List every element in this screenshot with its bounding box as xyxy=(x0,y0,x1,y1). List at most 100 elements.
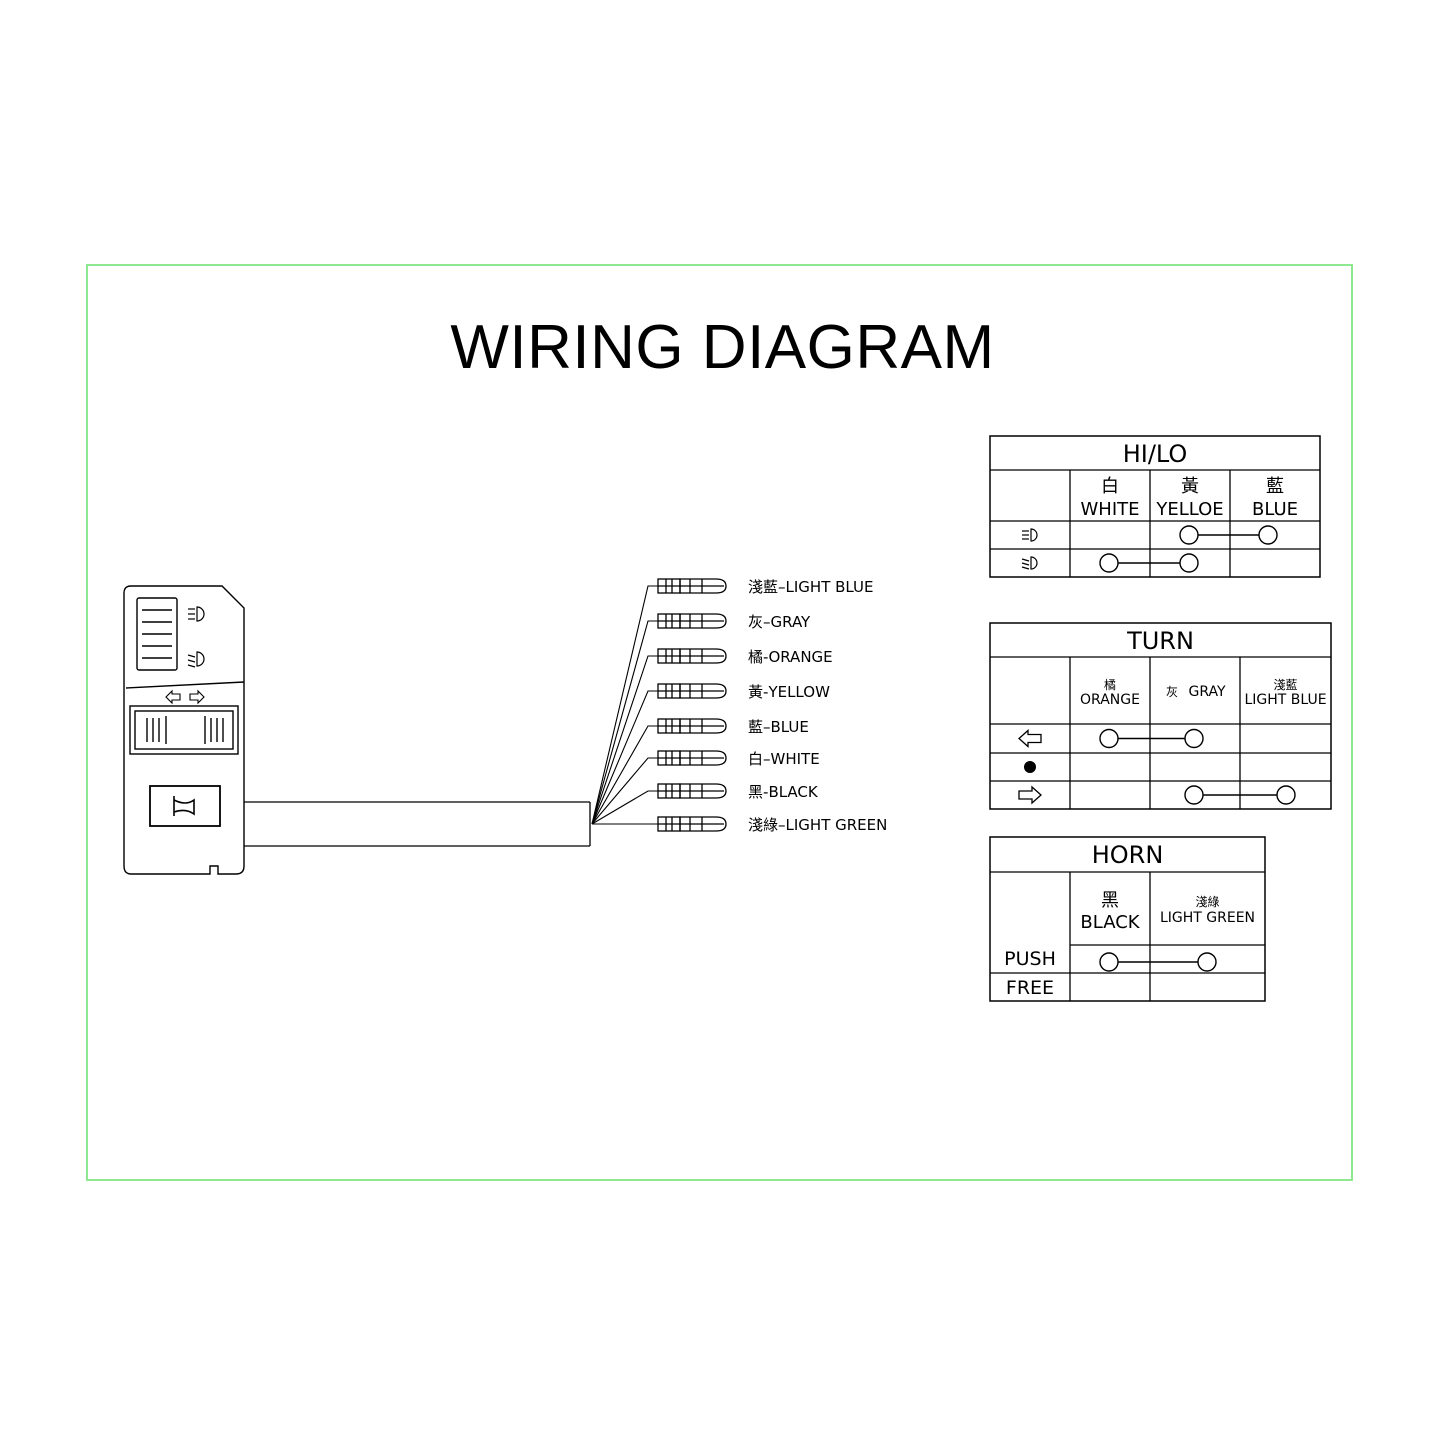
wire-label-en: BLUE xyxy=(771,718,809,736)
column-header-cn: 白 xyxy=(1101,476,1119,497)
wire-label-cn: 淺藍 xyxy=(748,578,778,596)
wire-label: 淺藍–LIGHT BLUE xyxy=(748,578,874,596)
table-border xyxy=(989,435,1321,578)
wire-label: 白–WHITE xyxy=(748,750,820,768)
contact-point xyxy=(1179,553,1199,573)
headlight-high-icon xyxy=(1022,528,1038,542)
horn-icon xyxy=(173,796,195,816)
turn-arrows-icon xyxy=(165,689,205,705)
wire-label: 黑-BLACK xyxy=(748,783,819,801)
wire-line xyxy=(591,725,658,825)
connector-sleeve xyxy=(679,750,727,766)
right-arrow-icon xyxy=(1018,785,1042,805)
wire-label-cn: 灰 xyxy=(748,613,763,631)
wire-1: 淺藍–LIGHT BLUE xyxy=(591,578,874,825)
lamp-shape xyxy=(1030,556,1038,570)
row-label-free: FREE xyxy=(1006,977,1054,999)
wire-label: 橘-ORANGE xyxy=(748,648,833,666)
left-arrow-icon xyxy=(1018,729,1042,748)
wire-label-en: WHITE xyxy=(771,750,820,768)
wire-line xyxy=(591,790,658,825)
contact-connection xyxy=(1179,525,1278,545)
connector-sleeve xyxy=(679,648,727,664)
contact-point xyxy=(1184,728,1204,749)
wire-label: 藍–BLUE xyxy=(748,718,809,736)
column-header-cn: 藍 xyxy=(1266,476,1284,497)
contact-connection xyxy=(1184,785,1296,805)
contact-connection xyxy=(1099,553,1199,573)
wire-harness: 淺藍–LIGHT BLUE灰–GRAY橘-ORANGE黃-YELLOW藍–BLU… xyxy=(591,578,887,834)
wire-label-en: LIGHT BLUE xyxy=(786,578,874,596)
wire-label-sep: – xyxy=(778,816,786,834)
wire-label-sep: - xyxy=(763,648,768,666)
wire-label-en: GRAY xyxy=(771,613,812,631)
wire-8: 淺綠–LIGHT GREEN xyxy=(592,816,887,834)
diagram-frame xyxy=(86,264,1353,1181)
handlebar-switch xyxy=(123,585,245,875)
column-header-cn: 黃 xyxy=(1181,476,1199,497)
wire-label: 黃-YELLOW xyxy=(748,683,830,701)
wire-2: 灰–GRAY xyxy=(591,613,811,825)
connector-sleeve xyxy=(679,816,727,832)
wire-line xyxy=(591,655,658,825)
wire-6: 白–WHITE xyxy=(591,750,820,825)
wire-label-cn: 黃 xyxy=(748,683,763,701)
contact-point xyxy=(1197,952,1217,972)
bullet-connector xyxy=(657,578,727,594)
wire-line xyxy=(591,690,658,825)
wire-label-en: BLACK xyxy=(768,783,818,801)
row-label-push: PUSH xyxy=(1004,948,1056,970)
wire-label: 灰–GRAY xyxy=(748,613,811,631)
column-header-en: LIGHT BLUE xyxy=(1244,692,1326,708)
connector-sleeve xyxy=(679,783,727,799)
wire-label-sep: – xyxy=(778,578,786,596)
contact-point xyxy=(1276,785,1296,805)
contact-point xyxy=(1099,952,1119,972)
column-header-en: ORANGE xyxy=(1080,692,1140,708)
column-header-cn: 淺藍 xyxy=(1273,678,1297,692)
wire-label-sep: - xyxy=(763,683,768,701)
wire-label-cn: 黑 xyxy=(748,783,763,801)
contact-point xyxy=(1179,525,1199,545)
column-header-en: BLACK xyxy=(1080,912,1140,933)
beam-line xyxy=(1021,566,1030,570)
wire-line xyxy=(591,585,658,825)
bullet-connector xyxy=(657,750,727,766)
column-header-cn: 灰 xyxy=(1166,685,1178,699)
headlight-high-icon xyxy=(188,606,205,622)
contact-point xyxy=(1258,525,1278,545)
beam-line xyxy=(1021,562,1030,566)
wire-label-cn: 淺綠 xyxy=(748,816,778,834)
wire-label-sep: – xyxy=(763,718,771,736)
wire-line xyxy=(591,620,658,825)
wire-label-en: YELLOW xyxy=(767,683,830,701)
contact-connection xyxy=(1099,952,1217,972)
wire-4: 黃-YELLOW xyxy=(591,683,830,825)
wire-label-cn: 橘 xyxy=(748,648,763,666)
contact-point xyxy=(1099,553,1119,573)
table-border xyxy=(989,836,1266,1002)
bullet-connector xyxy=(657,783,727,799)
wire-label-sep: – xyxy=(763,613,771,631)
horn-title: HORN xyxy=(1092,841,1164,869)
bullet-connector xyxy=(657,683,727,699)
column-header-en: LIGHT GREEN xyxy=(1160,910,1255,926)
wire-5: 藍–BLUE xyxy=(591,718,809,825)
contact-connection xyxy=(1099,728,1204,749)
wire-label-cn: 藍 xyxy=(748,718,763,736)
column-header-cn: 淺綠 xyxy=(1195,895,1219,909)
wire-label-en: LIGHT GREEN xyxy=(786,816,888,834)
column-header-en: YELLOE xyxy=(1155,499,1223,520)
column-header-en: GRAY xyxy=(1188,684,1225,700)
headlight-low-icon xyxy=(1021,556,1038,570)
wire-line xyxy=(591,757,658,825)
connector-sleeve xyxy=(679,718,727,734)
table-border xyxy=(989,622,1332,810)
wire-label-cn: 白 xyxy=(748,750,763,768)
wire-label: 淺綠–LIGHT GREEN xyxy=(748,816,887,834)
cable xyxy=(244,801,591,847)
